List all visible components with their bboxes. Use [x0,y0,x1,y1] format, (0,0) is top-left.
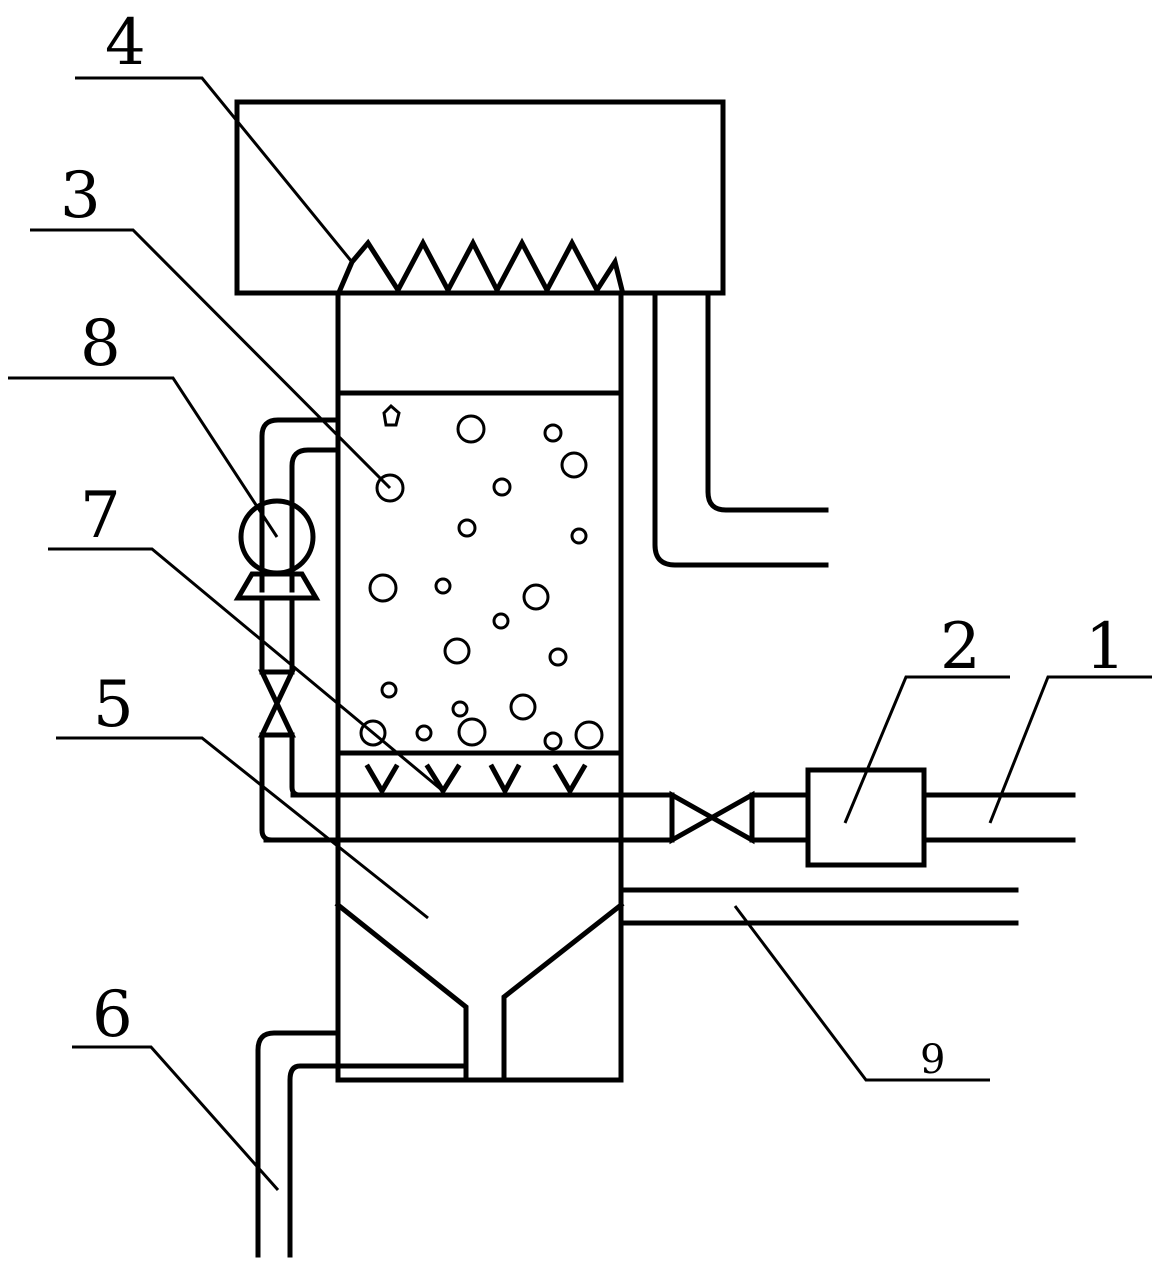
label-6: 6 [92,978,133,1052]
label-8: 8 [80,307,121,381]
label-9: 9 [920,1037,945,1083]
zigzag-nozzles [336,237,626,296]
column [335,290,624,1083]
label-3: 3 [60,159,101,233]
labels: 4 3 8 7 5 6 2 1 9 [60,6,1126,1083]
top-outlet-pipes [652,290,829,568]
v-nozzles [364,763,588,797]
bubbles [359,403,604,751]
label-7: 7 [80,479,121,553]
label-2: 2 [940,610,981,684]
label-4: 4 [105,6,146,80]
label-1: 1 [1085,610,1126,684]
hopper [255,901,625,1258]
recirculation-loop [233,417,341,843]
leader-lines [8,76,1152,1191]
label-5: 5 [93,668,134,742]
top-tank [234,99,726,296]
side-outlet [618,887,1019,926]
